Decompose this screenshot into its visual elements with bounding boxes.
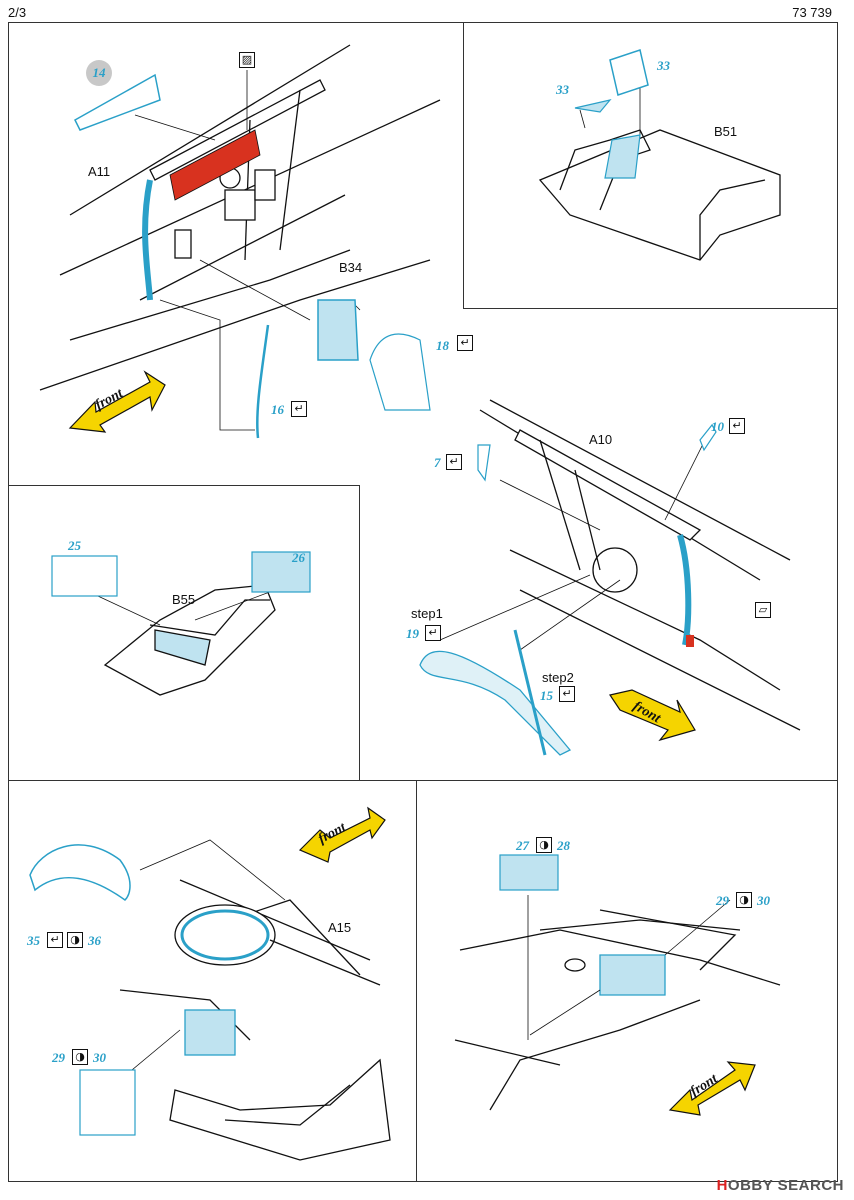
- label-b34: B34: [339, 260, 363, 275]
- label-a15: A15: [328, 920, 352, 935]
- bend-icon: ↵: [291, 401, 307, 417]
- label-b51: B51: [714, 124, 738, 139]
- half-circle-icon: ◑: [67, 932, 83, 948]
- page-number: 2/3: [8, 5, 27, 20]
- label-a11: A11: [88, 164, 111, 179]
- part-14-badge: 14: [86, 60, 112, 86]
- half-circle-icon: ◑: [536, 837, 552, 853]
- bend-icon: ↵: [47, 932, 63, 948]
- part-7: 7: [434, 455, 441, 470]
- part-30-a: 30: [757, 893, 770, 908]
- part-35: 35: [27, 933, 40, 948]
- part-16: 16: [271, 402, 284, 417]
- watermark: HOBBY SEARCH: [716, 1177, 844, 1194]
- part-33-b: 33: [657, 58, 670, 73]
- part-19: 19: [406, 626, 419, 641]
- label-b55: B55: [172, 592, 196, 607]
- part-33-a: 33: [556, 82, 569, 97]
- bend-icon: ↵: [457, 335, 473, 351]
- bend-icon: ↵: [425, 625, 441, 641]
- fold-symbol: ▨: [239, 52, 255, 68]
- fold-symbol-small: ▱: [755, 602, 771, 618]
- half-circle-icon: ◑: [736, 892, 752, 908]
- part-36: 36: [88, 933, 101, 948]
- part-28: 28: [557, 838, 570, 853]
- bend-icon: ↵: [446, 454, 462, 470]
- part-10: 10: [711, 419, 724, 434]
- bend-icon: ↵: [729, 418, 745, 434]
- part-30-b: 30: [93, 1050, 106, 1065]
- part-25: 25: [68, 538, 81, 553]
- half-circle-icon: ◑: [72, 1049, 88, 1065]
- part-15: 15: [540, 688, 553, 703]
- label-a10: A10: [589, 432, 613, 447]
- part-27: 27: [516, 838, 529, 853]
- panel-b51: [463, 22, 838, 309]
- label-step2: step2: [542, 670, 574, 685]
- part-26: 26: [292, 550, 305, 565]
- label-step1: step1: [411, 606, 443, 621]
- panel-bottom-right: [416, 780, 838, 1182]
- bend-icon: ↵: [559, 686, 575, 702]
- sheet-code: 73 739: [792, 5, 832, 20]
- part-18: 18: [436, 338, 449, 353]
- part-29-b: 29: [52, 1050, 65, 1065]
- part-29-a: 29: [716, 893, 729, 908]
